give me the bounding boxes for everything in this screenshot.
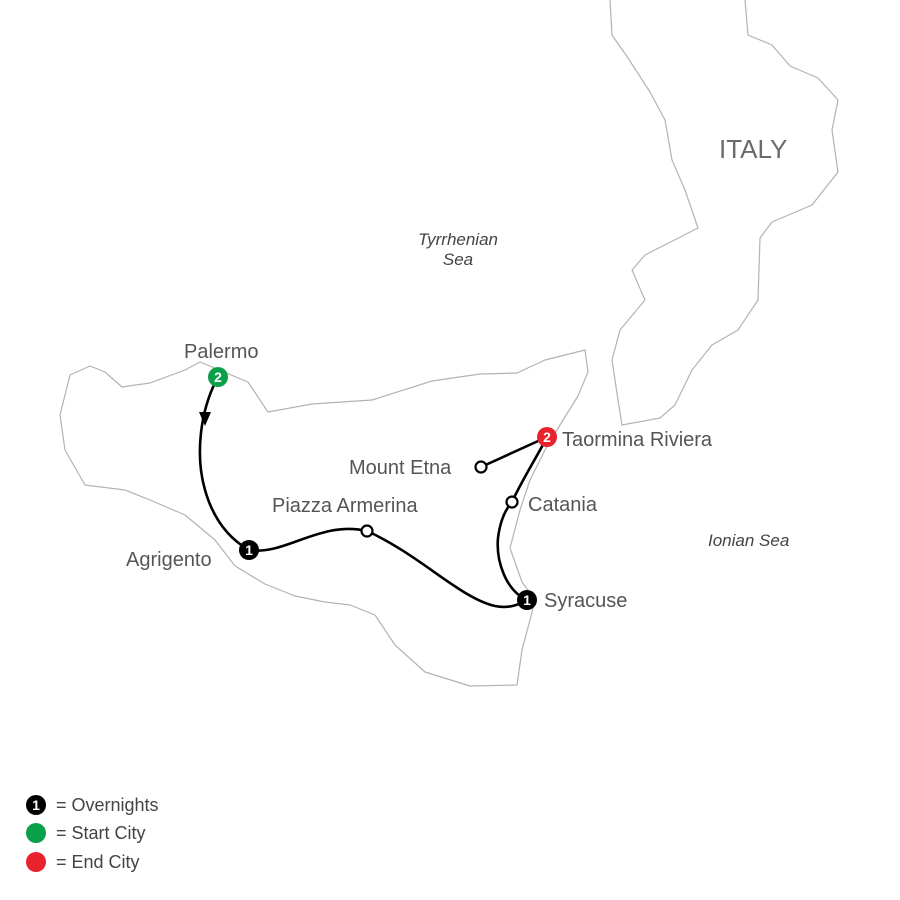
palermo-start-marker[interactable]: 2 (208, 367, 228, 387)
taormina-marker-number: 2 (543, 429, 551, 445)
agrigento-overnight-marker[interactable]: 1 (239, 540, 259, 560)
legend-end-city-text: = End City (56, 852, 140, 872)
route-piazza-armerina-syracuse (365, 529, 529, 609)
route-agrigento-piazza-armerina (247, 527, 369, 552)
catania-label: Catania (528, 494, 598, 516)
tyrrhenian-sea-label-line1: Tyrrhenian (418, 230, 498, 249)
sicily-coast (59, 349, 589, 687)
route-taormina-mount-etna (479, 435, 549, 469)
legend-end-city-icon (26, 852, 46, 872)
route-palermo-agrigento (198, 375, 251, 552)
legend-overnights-text: = Overnights (56, 795, 159, 815)
mount-etna-label: Mount Etna (349, 457, 452, 479)
taormina-end-marker[interactable]: 2 (537, 427, 557, 447)
italy-mainland-coast (609, 0, 839, 426)
palermo-marker-number: 2 (214, 369, 222, 385)
agrigento-label: Agrigento (126, 549, 212, 571)
route-direction-arrow (199, 412, 211, 426)
piazza-armerina-marker[interactable] (360, 524, 374, 538)
tyrrhenian-sea-label-line2: Sea (443, 250, 473, 269)
legend-start-city-icon (26, 823, 46, 843)
legend-overnight-icon (26, 795, 46, 815)
ionian-sea-label: Ionian Sea (708, 531, 789, 550)
legend-overnight-icon-number: 1 (32, 797, 40, 813)
syracuse-overnight-marker[interactable]: 1 (517, 590, 537, 610)
catania-marker[interactable] (505, 495, 519, 509)
agrigento-marker-number: 1 (245, 542, 253, 558)
palermo-label: Palermo (184, 341, 258, 363)
legend-start-city-text: = Start City (56, 823, 146, 843)
syracuse-label: Syracuse (544, 590, 627, 612)
piazza-armerina-label: Piazza Armerina (272, 495, 418, 517)
taormina-label: Taormina Riviera (562, 429, 713, 451)
syracuse-marker-number: 1 (523, 592, 531, 608)
italy-label: ITALY (719, 134, 787, 164)
map-legend: 1 = Overnights = Start City = End City (26, 795, 159, 872)
legend-start-city: = Start City (26, 823, 146, 843)
legend-overnights: 1 = Overnights (26, 795, 159, 815)
route-syracuse-catania (496, 500, 529, 602)
route-catania-taormina (510, 435, 549, 504)
mount-etna-marker[interactable] (474, 460, 488, 474)
legend-end-city: = End City (26, 852, 140, 872)
